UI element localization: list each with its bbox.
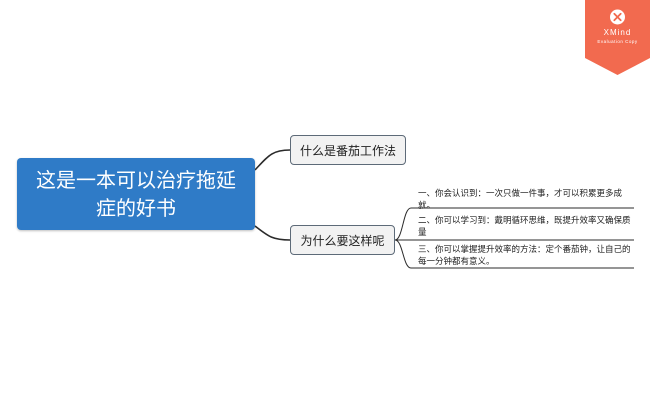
subtopic-label: 二、你可以学习到：戴明循环思维，既提升效率又确保质量 — [418, 216, 631, 238]
connector-root-topic2 — [254, 225, 291, 241]
watermark-subtitle: Evaluation Copy — [597, 39, 638, 44]
close-x-icon — [610, 9, 625, 25]
subtopic-deming-cycle[interactable]: 二、你可以学习到：戴明循环思维，既提升效率又确保质量 — [418, 215, 634, 239]
topic-label: 什么是番茄工作法 — [299, 143, 396, 158]
connector-root-topic1 — [254, 149, 291, 171]
xmind-watermark-badge — [585, 0, 650, 75]
topic-label: 为什么要这样呢 — [300, 233, 385, 248]
watermark-ribbon — [585, 0, 650, 75]
central-topic-label: 这是一本可以治疗拖延症的好书 — [36, 168, 236, 220]
watermark-brand: XMind — [603, 28, 632, 37]
topic-what-is-pomodoro[interactable]: 什么是番茄工作法 — [290, 135, 406, 165]
subtopic-one-thing-at-a-time[interactable]: 一、你会认识到：一次只做一件事，才可以积累更多成就。 — [418, 188, 634, 212]
connector-topic2-subtopic1 — [394, 207, 634, 241]
central-topic[interactable]: 这是一本可以治疗拖延症的好书 — [17, 158, 255, 230]
subtopic-label: 一、你会认识到：一次只做一件事，才可以积累更多成就。 — [418, 189, 623, 211]
topic-why[interactable]: 为什么要这样呢 — [290, 225, 395, 255]
subtopic-pomodoro-timer[interactable]: 三、你可以掌握提升效率的方法：定个番茄钟，让自己的每一分钟都有意义。 — [418, 244, 634, 268]
connector-topic2-subtopic3 — [394, 239, 634, 269]
subtopic-label: 三、你可以掌握提升效率的方法：定个番茄钟，让自己的每一分钟都有意义。 — [418, 245, 631, 267]
